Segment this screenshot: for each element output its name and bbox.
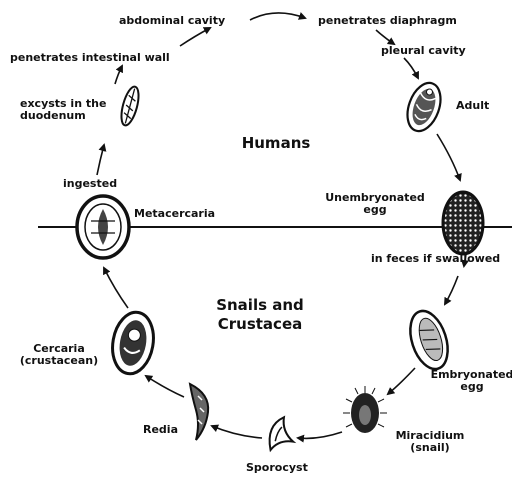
excysting-larva-figure (118, 85, 142, 127)
miracidium-label: Miracidium (snail) (385, 430, 475, 454)
adult-fluke-figure (401, 78, 446, 135)
in-feces-label: in feces if swallowed (371, 253, 500, 265)
arrow-cercaria-to-metacercaria (104, 268, 128, 308)
embryonated-egg-figure (404, 306, 455, 374)
arrow-diaphragm-to-pleural (376, 30, 394, 44)
arrow-redia-to-cercaria (146, 376, 184, 397)
sporocyst-figure (260, 417, 295, 452)
unembryonated-egg-label: Unembryonated egg (315, 192, 435, 216)
arrow-adult-to-egg (437, 134, 460, 180)
snails-zone-label: Snails and Crustacea (205, 296, 315, 334)
cercaria-figure (108, 309, 158, 377)
metacercaria-figure (77, 196, 129, 258)
arrow-wall-to-abdominal (180, 28, 210, 46)
arrow-ingested-to-excysts (97, 145, 104, 175)
ingested-label: ingested (63, 178, 117, 190)
pleural-cavity-label: pleural cavity (381, 45, 466, 57)
arrow-pleural-to-adult (404, 58, 418, 78)
excysts-label: excysts in the duodenum (20, 98, 106, 122)
humans-zone-label: Humans (231, 134, 321, 153)
embryonated-egg-label: Embryonated egg (424, 369, 512, 393)
metacercaria-label: Metacercaria (134, 208, 215, 220)
miracidium-figure (343, 386, 387, 433)
arrow-abdominal-to-diaphragm (250, 13, 305, 20)
penetrates-intestinal-wall-label: penetrates intestinal wall (10, 52, 170, 64)
abdominal-cavity-label: abdominal cavity (119, 15, 225, 27)
redia-figure (190, 384, 208, 440)
penetrates-diaphragm-label: penetrates diaphragm (318, 15, 457, 27)
arrow-feces-to-embryonated (445, 276, 458, 304)
sporocyst-label: Sporocyst (246, 462, 308, 474)
cercaria-label: Cercaria (crustacean) (14, 343, 104, 367)
adult-label: Adult (456, 100, 489, 112)
arrow-sporocyst-to-redia (212, 426, 262, 438)
arrow-embryonated-to-miracidium (388, 368, 415, 394)
cycle-arrows (97, 13, 466, 438)
arrow-excysts-to-wall (115, 66, 122, 84)
unembryonated-egg-figure (443, 192, 483, 254)
redia-label: Redia (143, 424, 178, 436)
arrow-miracidium-to-sporocyst (298, 432, 342, 438)
